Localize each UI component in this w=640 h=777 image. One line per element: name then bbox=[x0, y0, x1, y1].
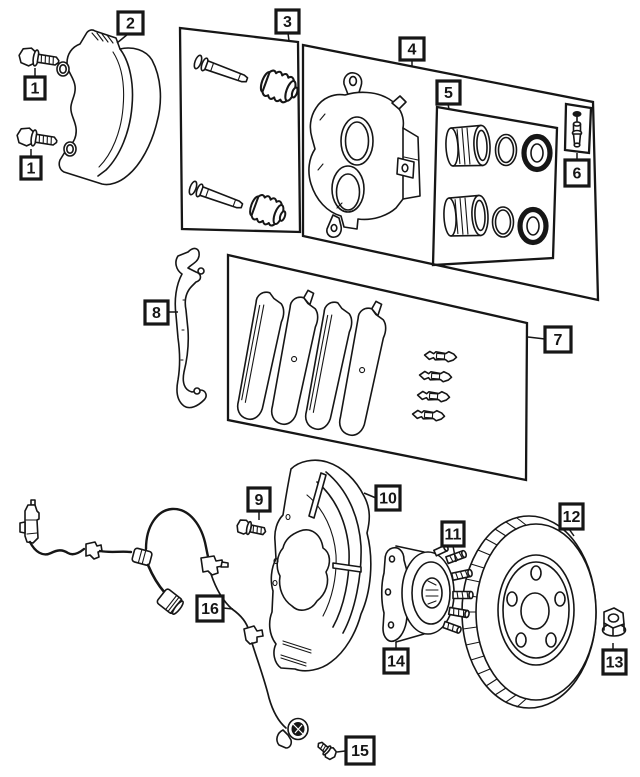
pad-clip-3 bbox=[416, 390, 451, 403]
caliper-adapter-bracket bbox=[56, 29, 162, 186]
callout-11-label: 11 bbox=[445, 527, 462, 544]
piston-seal-upper bbox=[494, 133, 518, 167]
bleeder-screw bbox=[563, 102, 593, 155]
piston-boot-upper bbox=[521, 133, 553, 173]
pin-boot-upper bbox=[259, 69, 299, 104]
callout-11[interactable]: 11 bbox=[440, 520, 466, 548]
piston-boot-lower bbox=[517, 206, 549, 246]
mounting-bolt-upper bbox=[18, 47, 60, 67]
callout-2-label: 2 bbox=[126, 16, 135, 33]
shield-screw bbox=[236, 519, 267, 536]
brake-pad-kit-box bbox=[226, 253, 529, 482]
brake-pad-3 bbox=[304, 301, 353, 431]
pad-clip-2 bbox=[418, 370, 453, 383]
callout-1-upper[interactable]: 1 bbox=[23, 75, 47, 101]
callout-13[interactable]: 13 bbox=[601, 648, 628, 676]
caliper-piston-upper bbox=[445, 124, 491, 167]
callout-16[interactable]: 16 bbox=[195, 594, 225, 623]
callout-6-label: 6 bbox=[573, 166, 582, 183]
pad-clip-4 bbox=[411, 409, 446, 422]
sensor-screw bbox=[317, 741, 338, 761]
caliper-piston-lower bbox=[443, 194, 489, 237]
callout-15-label: 15 bbox=[351, 743, 369, 760]
callout-16-label: 16 bbox=[201, 601, 219, 618]
callout-1-upper-label: 1 bbox=[31, 81, 40, 98]
brake-pad-2 bbox=[270, 289, 319, 426]
caliper-assembly-box bbox=[301, 43, 600, 302]
callout-12-label: 12 bbox=[563, 509, 581, 526]
guide-pin-lower bbox=[188, 180, 244, 209]
callout-15[interactable]: 15 bbox=[344, 735, 376, 766]
callout-4-label: 4 bbox=[408, 42, 417, 59]
brake-caliper bbox=[308, 72, 421, 238]
wheel-studs bbox=[433, 544, 474, 634]
callout-8-label: 8 bbox=[152, 305, 161, 322]
splash-shield bbox=[268, 459, 372, 672]
hub-bearing-assembly bbox=[380, 544, 474, 643]
callout-12[interactable]: 12 bbox=[558, 502, 585, 531]
harness-clip-1 bbox=[85, 541, 103, 560]
callout-6[interactable]: 6 bbox=[563, 158, 591, 188]
callout-14-label: 14 bbox=[387, 654, 405, 671]
rotor-lug-holes bbox=[506, 565, 566, 648]
callout-4[interactable]: 4 bbox=[398, 36, 426, 62]
hub-nut bbox=[601, 607, 627, 637]
callout-5-label: 5 bbox=[444, 85, 453, 102]
harness-collar bbox=[131, 547, 153, 566]
harness-plug bbox=[156, 588, 184, 615]
callout-13-label: 13 bbox=[606, 655, 624, 672]
harness-grommet bbox=[200, 555, 224, 576]
brake-rotor bbox=[461, 515, 597, 709]
callout-14[interactable]: 14 bbox=[382, 647, 410, 675]
mounting-bolt-lower bbox=[16, 127, 58, 147]
harness-clip-2 bbox=[243, 625, 264, 645]
piston-seal-kit-box bbox=[431, 105, 559, 267]
callout-2[interactable]: 2 bbox=[116, 10, 145, 36]
callout-9[interactable]: 9 bbox=[246, 486, 272, 513]
abs-sensor-head bbox=[276, 717, 309, 749]
pin-boot-lower bbox=[249, 194, 287, 227]
callout-5[interactable]: 5 bbox=[435, 79, 462, 106]
brake-pad-4 bbox=[338, 300, 387, 437]
wear-spring-clip bbox=[174, 247, 207, 409]
callout-7-label: 7 bbox=[554, 332, 563, 349]
guide-pin-kit-box bbox=[178, 26, 302, 234]
guide-pin-upper bbox=[193, 54, 249, 83]
callout-3[interactable]: 3 bbox=[274, 8, 301, 35]
callout-10-label: 10 bbox=[379, 491, 397, 508]
callout-8[interactable]: 8 bbox=[143, 299, 170, 326]
callout-9-label: 9 bbox=[255, 492, 264, 509]
callout-3-label: 3 bbox=[283, 14, 292, 31]
pad-clip-1 bbox=[423, 350, 458, 363]
callout-7[interactable]: 7 bbox=[543, 325, 573, 354]
brake-pad-1 bbox=[236, 291, 285, 421]
callout-10[interactable]: 10 bbox=[374, 484, 402, 512]
abs-sensor-harness bbox=[19, 499, 309, 749]
piston-seal-lower bbox=[491, 206, 515, 238]
callout-1-lower[interactable]: 1 bbox=[19, 155, 43, 181]
callout-1-lower-label: 1 bbox=[27, 161, 36, 178]
